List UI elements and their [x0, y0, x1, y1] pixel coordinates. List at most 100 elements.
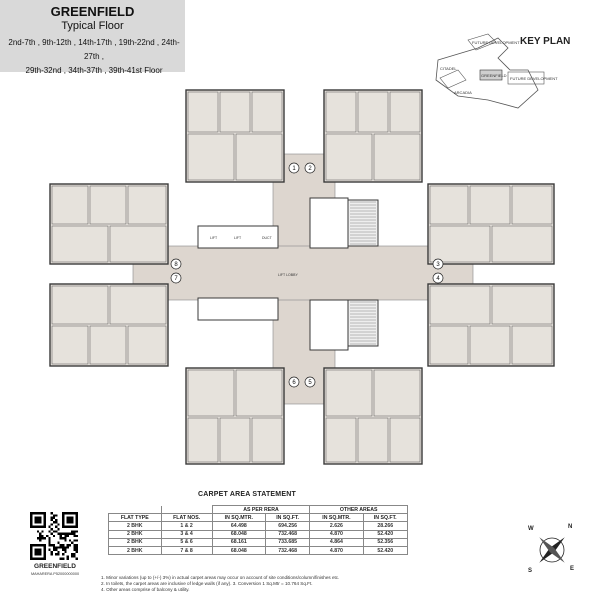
floor-list: 2nd-7th , 9th-12th , 14th-17th , 19th-22…: [6, 36, 182, 78]
duct-label: DUCT: [262, 236, 273, 240]
flat-2: [323, 89, 423, 183]
compass-east: E: [570, 566, 575, 572]
flat-4: [427, 283, 555, 367]
carpet-area-title: CARPET AREA STATEMENT: [198, 491, 296, 498]
lift-core-bottom: [309, 299, 349, 351]
lift-core-left-bottom: [197, 297, 279, 321]
table-row: 2 BHK 5 & 6 68.161 733.685 4.864 52.356: [108, 537, 408, 547]
lift-label: LIFT: [234, 236, 242, 240]
table-cell: 4.870: [309, 545, 364, 556]
table-cell: 733.685: [264, 537, 311, 547]
table-header-blank: [108, 505, 162, 515]
carpet-area-table: AS PER RERA OTHER AREAS FLAT TYPE FLAT N…: [108, 504, 408, 556]
compass-west: W: [528, 526, 534, 532]
note-line: 4. Other areas comprise of balcony & uti…: [101, 587, 190, 593]
qr-code-icon: [30, 512, 78, 560]
flat-marker: 8: [170, 258, 182, 270]
flat-marker: 5: [304, 376, 316, 388]
lift-label: LIFT: [210, 236, 218, 240]
table-cell: 2 BHK: [108, 521, 162, 531]
table-column-header: FLAT NOS.: [160, 513, 213, 523]
flat-marker: 2: [304, 162, 316, 174]
table-cell: 1 & 2: [160, 521, 213, 531]
flat-marker-number: 3: [436, 262, 440, 268]
table-cell: 52.356: [362, 537, 408, 547]
note-line: 2. In toilets, the carpet areas are incl…: [101, 581, 313, 587]
key-plan: KEY PLAN FUTURE DEVELOPMENT CITADEL GREE…: [418, 30, 594, 116]
table-cell: 68.048: [211, 545, 266, 556]
table-header-row: FLAT TYPE FLAT NOS. IN SQ.MTR. IN SQ.FT.…: [108, 513, 408, 523]
compass-north: N: [568, 524, 573, 530]
key-plan-label: GREENFIELD: [481, 73, 507, 78]
flat-marker-number: 1: [292, 166, 296, 172]
flat-marker: 7: [170, 272, 182, 284]
table-cell: 7 & 8: [160, 545, 213, 556]
table-cell: 68.048: [211, 529, 266, 539]
table-cell: 2 BHK: [108, 545, 162, 556]
rera-number: MAHARERA P52000000000: [30, 572, 80, 576]
table-cell: 732.468: [264, 545, 311, 556]
table-cell: 4.864: [309, 537, 364, 547]
lift-core-top: [309, 197, 349, 249]
table-column-header: IN SQ.FT.: [264, 513, 311, 523]
table-group-header: AS PER RERA: [211, 504, 311, 515]
flat-marker: 3: [432, 258, 444, 270]
table-cell: 4.870: [309, 529, 364, 539]
key-plan-label: FUTURE DEVELOPMENT: [472, 40, 520, 45]
table-row: 2 BHK 7 & 8 68.048 732.468 4.870 52.420: [108, 545, 408, 556]
floor-type: Typical Floor: [61, 20, 124, 32]
flat-marker-number: 2: [308, 166, 312, 172]
table-cell: 52.420: [362, 545, 408, 556]
note-line: 1. Minor variations (up to (+/-) 3%) in …: [101, 575, 340, 580]
project-title: GREENFIELD: [50, 4, 135, 19]
table-column-header: IN SQ.MTR.: [211, 513, 266, 523]
table-cell: 2 BHK: [108, 529, 162, 539]
table-cell: 2 BHK: [108, 537, 162, 547]
flat-7: [49, 283, 169, 367]
table-cell: 68.161: [211, 537, 266, 547]
table-cell: 5 & 6: [160, 537, 213, 547]
floor-list-line-1: 2nd-7th , 9th-12th , 14th-17th , 19th-22…: [8, 38, 180, 61]
table-cell: 52.420: [362, 529, 408, 539]
lift-core-left-top: [197, 225, 279, 249]
key-plan-title: KEY PLAN: [520, 36, 571, 47]
flat-marker-number: 6: [292, 380, 296, 386]
floor-list-line-2: 29th-32nd , 34th-37th , 39th-41st Floor: [25, 66, 163, 75]
horizontal-corridor: [132, 245, 474, 301]
typical-floor-plan: LIFT LOBBY LIFT LIFT DUCT 1 2 3 4 5 6 7 8: [48, 88, 558, 468]
key-plan-label: FUTURE DEVELOPMENT: [510, 76, 558, 81]
key-plan-map: [435, 33, 545, 109]
lift-lobby-label: LIFT LOBBY: [278, 273, 298, 277]
table-column-header: FLAT TYPE: [108, 513, 162, 523]
table-cell: 694.256: [264, 521, 311, 531]
compass-south: S: [528, 568, 533, 574]
flat-1: [185, 89, 285, 183]
table-row: 2 BHK 3 & 4 68.048 732.468 4.870 52.420: [108, 529, 408, 539]
table-cell: 64.498: [211, 521, 266, 531]
table-cell: 732.468: [264, 529, 311, 539]
carpet-area-notes: 1. Minor variations (up to (+/-) 3%) in …: [101, 575, 431, 594]
flat-marker-number: 8: [174, 262, 178, 268]
table-cell: 3 & 4: [160, 529, 213, 539]
table-column-header: IN SQ.MTR.: [309, 513, 364, 523]
table-cell: 28.266: [362, 521, 408, 531]
flat-marker-number: 7: [174, 276, 178, 282]
table-group-header: OTHER AREAS: [309, 504, 408, 515]
floor-plan-drawing: LIFT LOBBY LIFT LIFT DUCT 1 2 3 4 5 6 7 8: [49, 89, 555, 465]
flat-marker-number: 4: [436, 276, 440, 282]
flat-marker: 1: [288, 162, 300, 174]
table-cell: 2.626: [309, 521, 364, 531]
rera-qr-code: [30, 512, 78, 560]
table-group-header-row: AS PER RERA OTHER AREAS: [108, 504, 408, 515]
flat-marker: 6: [288, 376, 300, 388]
key-plan-label: CITADEL: [440, 66, 457, 71]
table-header-blank: [160, 505, 213, 515]
flat-marker-number: 5: [308, 380, 312, 386]
flat-marker: 4: [432, 272, 444, 284]
compass-icon: N E S W: [526, 524, 578, 576]
key-plan-label: ARCADIA: [454, 90, 472, 95]
qr-caption: GREENFIELD: [34, 563, 76, 570]
table-column-header: IN SQ.FT.: [362, 513, 408, 523]
table-row: 2 BHK 1 & 2 64.498 694.256 2.626 28.266: [108, 521, 408, 531]
project-header: GREENFIELD Typical Floor 2nd-7th , 9th-1…: [0, 0, 185, 75]
